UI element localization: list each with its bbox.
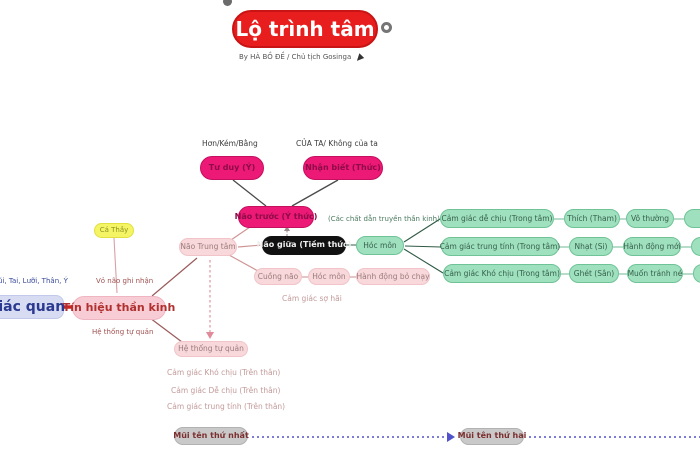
node-nhat-si[interactable]: Nhạt (Si) [569,237,613,256]
node-ca-thay[interactable]: Cá Thầy [94,223,134,238]
node-giac-quan[interactable]: Giác quan [0,295,65,319]
edge-label-cua-ta: CỦA TA/ Không của ta [296,139,378,148]
node-tin-hieu[interactable]: Tín hiệu thần kinh [63,296,175,320]
node-hanh-dong-moi[interactable]: Hành động mới [623,237,681,256]
label-tren-than-3: Cảm giác trung tính (Trên thân) [167,402,286,411]
node-hoc-mon-2[interactable]: Hóc môn [308,268,350,285]
root-node-title[interactable]: Lộ trình tâm [232,10,378,48]
node-muon-tranh-ne[interactable]: Muốn tránh né [627,264,683,283]
add-node-icon[interactable] [381,22,392,33]
label-tren-than-2: Cảm giác Dễ chịu (Trên thân) [171,386,281,395]
label-cam-giac-so-hai: Cảm giác sợ hãi [282,294,342,303]
edge-label-hon-kem-bang: Hơn/Kém/Bằng [202,139,258,148]
node-nao-truoc[interactable]: Não trước (Ý thức) [235,206,317,228]
edge-label-vo-nao: Vỏ não ghi nhận [96,277,154,285]
node-vo-thuong[interactable]: Vô thường [626,209,674,228]
node-tu-duy[interactable]: Tư duy (Ý) [200,156,264,180]
node-nhan-biet[interactable]: Nhận biết (Thức) [303,156,383,180]
label-tren-than-1: Cảm giác Khó chịu (Trên thân) [167,368,281,377]
node-cuong-nao[interactable]: Cuồng não [254,268,302,285]
node-ghet-san[interactable]: Ghét (Sân) [569,264,619,283]
node-cam-giac-kho-chiu[interactable]: Cảm giác Khó chịu (Trong tâm) [443,264,561,283]
node-he-thong-tu-quan[interactable]: Hệ thống tự quản [174,341,248,357]
node-mui-ten-1[interactable]: Mũi tên thứ nhất [173,427,249,445]
node-handle-dot[interactable] [223,0,232,6]
label-cac-chat: (Các chất dẫn truyền thần kinh) [328,215,440,223]
node-cam-giac-trung-tinh[interactable]: Cảm giác trung tính (Trong tâm) [440,237,560,256]
edge-label-he-thong: Hệ thống tự quản [92,328,154,336]
node-nao-giua[interactable]: Não giữa (Tiềm thức) [257,236,351,255]
node-thich-tham[interactable]: Thích (Tham) [564,209,620,228]
node-partial-row1[interactable] [684,209,700,228]
node-hoc-mon[interactable]: Hóc môn [356,236,404,255]
node-mui-ten-2[interactable]: Mũi tên thứ hai [458,428,526,445]
node-hanh-dong-bo-chay[interactable]: Hành động bỏ chạy [356,268,430,285]
byline-text: By HÀ BỒ ĐỀ / Chủ tịch Gosinga [239,53,352,61]
node-nao-trung-tam[interactable]: Não Trung tâm [179,238,237,256]
node-cam-giac-de-chiu[interactable]: Cảm giác dễ chịu (Trong tâm) [440,209,554,228]
label-senses: Mũi, Tai, Lưỡi, Thân, Ý [0,277,68,285]
